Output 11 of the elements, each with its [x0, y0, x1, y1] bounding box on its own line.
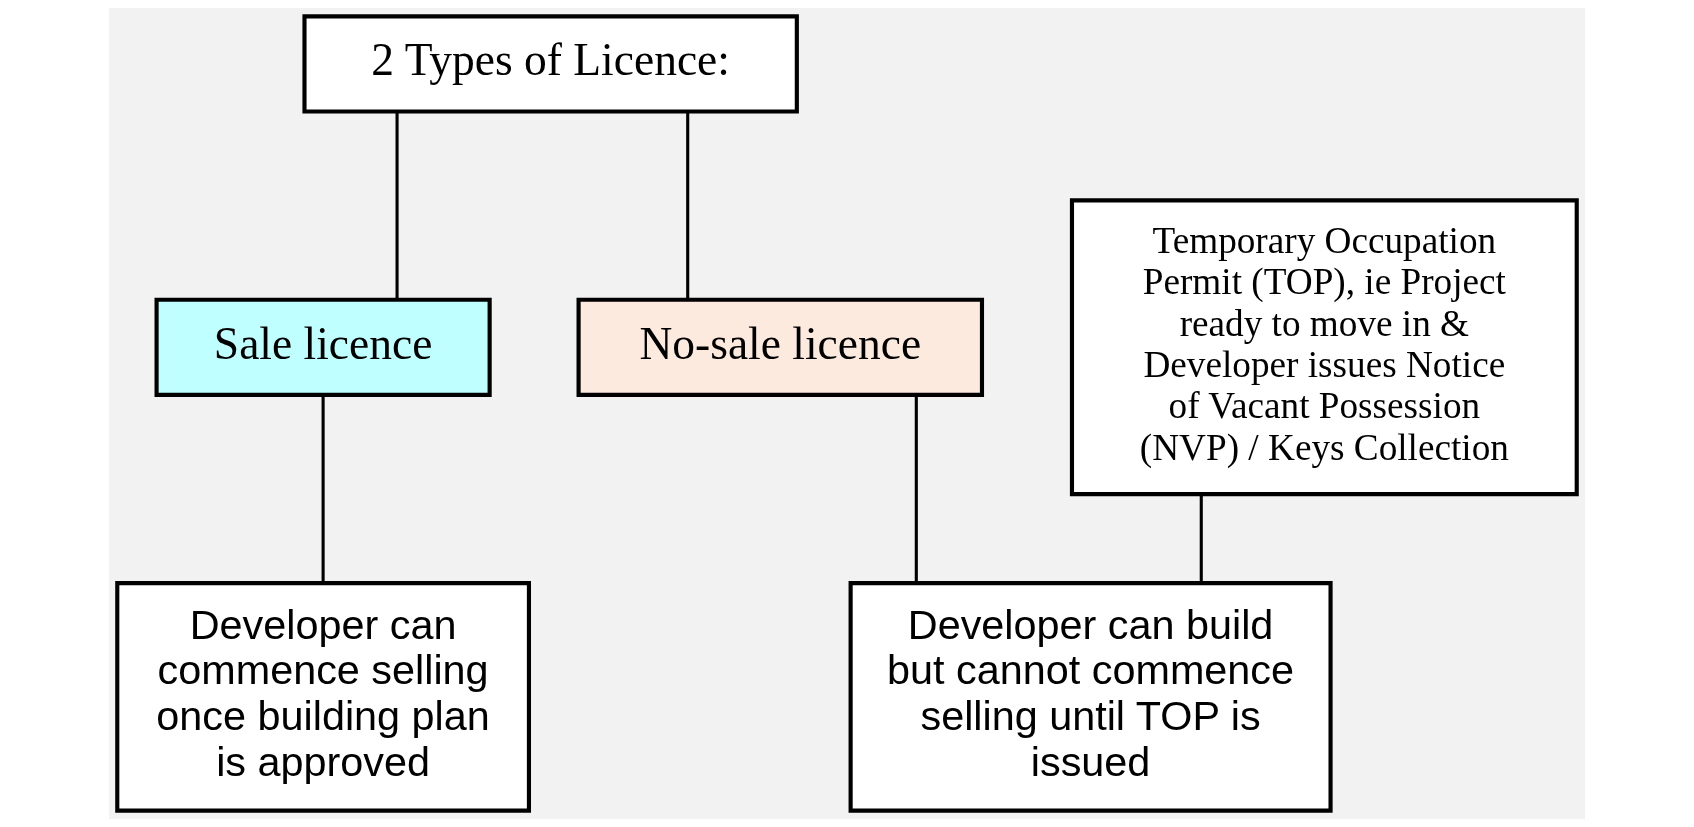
- node-box: Developer can commence selling once building plan is approved: [115, 581, 531, 813]
- node-box: Developer can build but cannot commence selling until TOP is issued: [848, 581, 1333, 813]
- connector: [686, 111, 690, 299]
- node-box: No-sale licence: [576, 297, 985, 397]
- connector: [1199, 494, 1203, 583]
- node-box: 2 Types of Licence:: [302, 14, 799, 114]
- node-box: Temporary Occupation Permit (TOP), ie Project ready to move in & Developer issues Notice of Vacant Possession (NVP) / Keys Collection: [1069, 198, 1579, 497]
- node-box: Sale licence: [154, 297, 492, 397]
- connector: [321, 395, 325, 583]
- connector: [395, 111, 399, 299]
- connector: [914, 395, 918, 583]
